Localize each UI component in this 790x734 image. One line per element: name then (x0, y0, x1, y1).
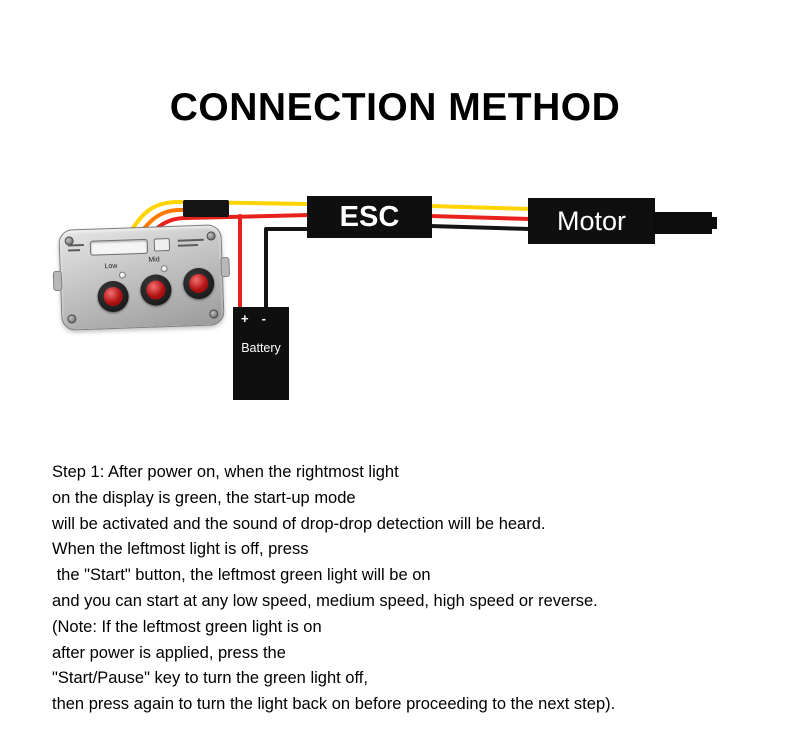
screw-icon (206, 231, 216, 241)
device-print (177, 238, 204, 242)
motor-box: Motor (528, 198, 655, 244)
controller-device: Low Mid (52, 224, 231, 331)
mounting-tab-left (52, 270, 63, 292)
page-title: CONNECTION METHOD (169, 86, 621, 129)
instruction-line: then press again to turn the light back … (52, 695, 616, 714)
servo-connector (183, 200, 229, 217)
screw-icon (209, 309, 219, 319)
screw-icon (67, 314, 77, 324)
device-led (160, 265, 168, 273)
motor-connector-tip (710, 217, 717, 229)
device-label-low: Low (104, 262, 118, 271)
battery-plus-label: + (241, 311, 249, 326)
motor-label: Motor (556, 205, 627, 236)
wire-yellow-esc-to-motor (429, 204, 531, 211)
wire-black-battery-to-esc (264, 227, 312, 314)
device-indicator-window (153, 237, 171, 252)
motor-connector (653, 212, 712, 234)
instructions: Step 1: After power on, when the rightmo… (52, 460, 764, 718)
battery-label: Battery (241, 341, 281, 355)
instruction-line: "Start/Pause" key to turn the green ligh… (52, 669, 368, 688)
instruction-line: after power is applied, press the (52, 643, 286, 662)
battery-box: + - Battery (233, 307, 289, 400)
esc-box: ESC (307, 196, 432, 238)
instruction-line: and you can start at any low speed, medi… (52, 591, 598, 610)
device-led (118, 271, 127, 279)
instruction-line: When the leftmost light is off, press (52, 540, 309, 559)
mounting-tab-right (220, 256, 231, 278)
battery-minus-label: - (261, 311, 266, 326)
device-display (89, 238, 149, 256)
instruction-line: Step 1: After power on, when the rightmo… (52, 463, 399, 481)
instruction-line: will be activated and the sound of drop-… (52, 514, 546, 533)
device-print (67, 243, 84, 247)
device-label-mid: Mid (148, 256, 160, 264)
device-button-middle (139, 273, 172, 307)
device-print (177, 244, 198, 247)
wire-black-esc-to-motor (429, 224, 531, 231)
device-button-left (97, 280, 130, 313)
instruction-line: on the display is green, the start-up mo… (52, 488, 356, 507)
instruction-line: (Note: If the leftmost green light is on (52, 617, 322, 636)
battery-terminals: + - (233, 312, 289, 325)
device-button-right (182, 267, 215, 300)
esc-label: ESC (339, 200, 400, 233)
wire-red-esc-to-motor (429, 214, 531, 221)
device-print (67, 249, 81, 252)
instruction-line: the "Start" button, the leftmost green l… (52, 566, 431, 585)
